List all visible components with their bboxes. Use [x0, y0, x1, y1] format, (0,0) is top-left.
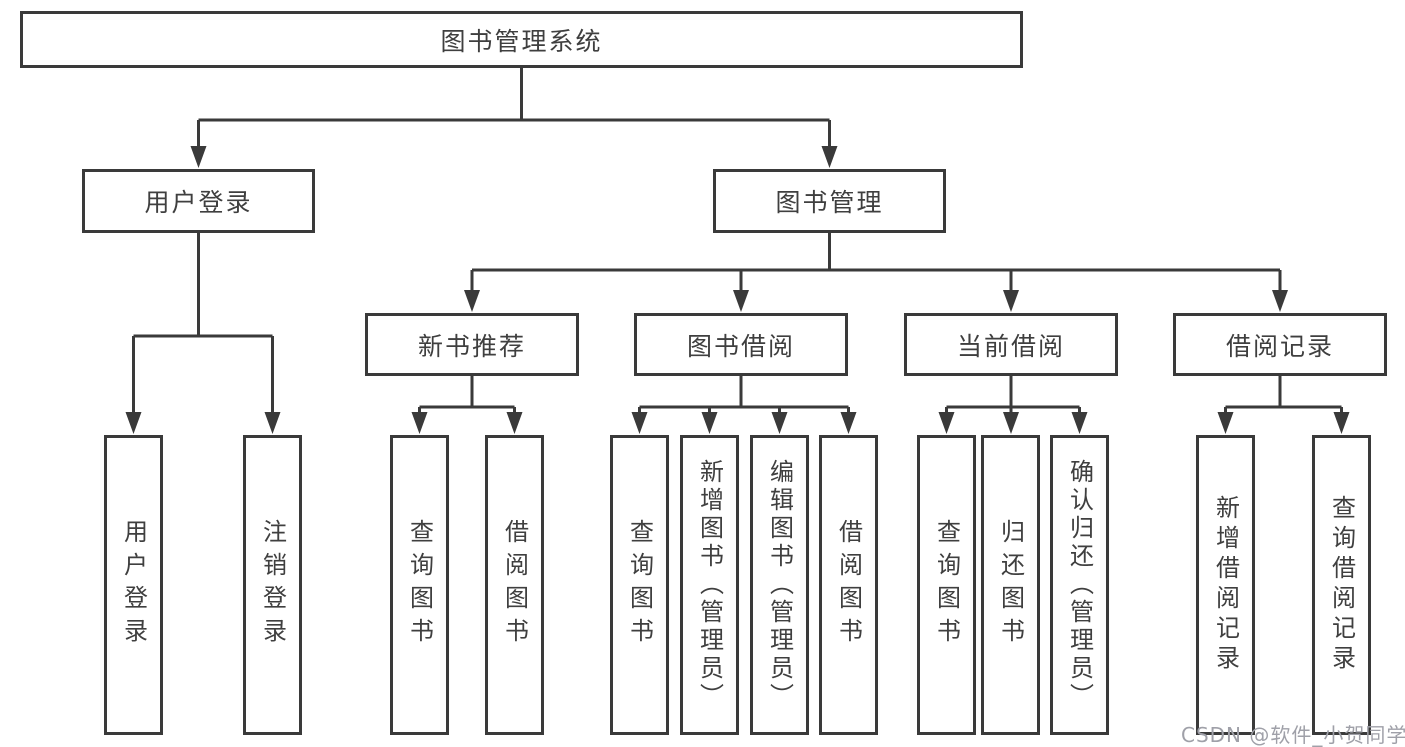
leaf-label: 查询图书 [625, 519, 654, 651]
leaf-label: 新增借阅记录 [1211, 495, 1240, 675]
leaf-label: 借阅图书 [500, 519, 529, 651]
leaf-add-books-admin: 新增图书（管理员） [680, 435, 739, 735]
leaf-borrow-books-recommend: 借阅图书 [485, 435, 544, 735]
leaf-return-books: 归还图书 [981, 435, 1040, 735]
leaf-label: 归还图书 [996, 519, 1025, 651]
leaf-label: 查询图书 [405, 519, 434, 651]
leaf-query-books-borrow: 查询图书 [610, 435, 669, 735]
node-new-book-recommend: 新书推荐 [365, 313, 579, 376]
book-management-label: 图书管理 [775, 188, 884, 217]
leaf-query-books-recommend: 查询图书 [390, 435, 449, 735]
leaf-edit-books-admin: 编辑图书（管理员） [750, 435, 809, 735]
node-current-borrow: 当前借阅 [904, 313, 1118, 376]
leaf-query-borrow-record: 查询借阅记录 [1312, 435, 1371, 735]
leaf-confirm-return-admin: 确认归还（管理员） [1050, 435, 1109, 735]
csdn-watermark: CSDN @软件_小贺同学 [1181, 723, 1405, 747]
leaf-user-login: 用户登录 [104, 435, 163, 735]
leaf-label: 借阅图书 [834, 519, 863, 651]
leaf-label: 确认归还（管理员） [1065, 459, 1094, 711]
node-user-login: 用户登录 [82, 169, 315, 233]
node-root-system: 图书管理系统 [20, 11, 1023, 68]
current-borrow-label: 当前借阅 [956, 331, 1065, 361]
leaf-label: 新增图书（管理员） [695, 459, 724, 711]
new-book-recommend-label: 新书推荐 [417, 331, 526, 361]
node-book-borrow: 图书借阅 [634, 313, 848, 376]
root-label: 图书管理系统 [440, 26, 603, 56]
book-borrow-label: 图书借阅 [686, 331, 795, 361]
leaf-logout-label: 注销登录 [258, 519, 287, 651]
leaf-logout: 注销登录 [243, 435, 302, 735]
leaf-label: 查询借阅记录 [1327, 495, 1356, 675]
leaf-label: 编辑图书（管理员） [765, 459, 794, 711]
node-book-management: 图书管理 [713, 169, 946, 233]
node-borrow-records: 借阅记录 [1173, 313, 1387, 376]
leaf-label: 查询图书 [932, 519, 961, 651]
leaf-query-books-current: 查询图书 [917, 435, 976, 735]
leaf-borrow-books: 借阅图书 [819, 435, 878, 735]
leaf-user-login-label: 用户登录 [119, 519, 148, 651]
borrow-records-label: 借阅记录 [1225, 331, 1334, 361]
leaf-add-borrow-record: 新增借阅记录 [1196, 435, 1255, 735]
user-login-label: 用户登录 [144, 188, 253, 217]
